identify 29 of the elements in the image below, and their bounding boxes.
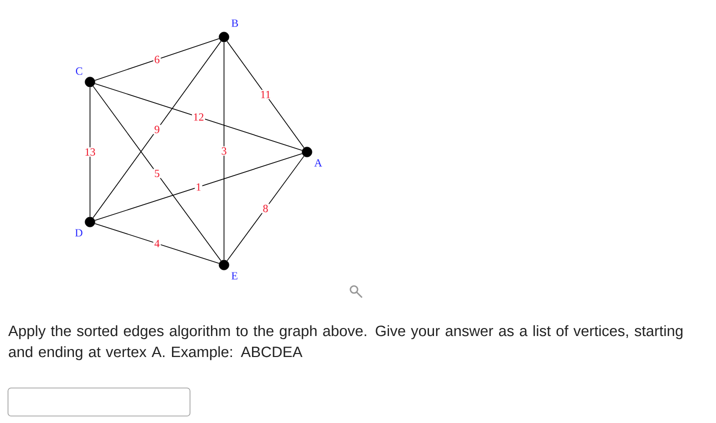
edge-label: 13: [84, 147, 96, 157]
edge-label: 3: [220, 146, 228, 156]
vertex-label: A: [314, 159, 322, 166]
edge-label: 4: [153, 238, 161, 248]
edge-line: [94, 38, 220, 81]
edge-label: 5: [153, 168, 161, 178]
vertex-label: B: [232, 20, 238, 27]
vertex-dot: [218, 32, 230, 42]
vertex-dot: [218, 260, 230, 270]
vertex-label: E: [232, 272, 238, 280]
edge-label: 11: [259, 90, 272, 100]
question-text: Apply the sorted edges algorithm to the graph above. Give your answer as a list of vertices, starting and ending at vertex A. Example: ABCDEA: [8, 325, 682, 360]
edge-line: [92, 86, 222, 262]
edge-label: 12: [192, 112, 205, 122]
edge-line: [92, 40, 222, 218]
edge-line: [226, 40, 304, 148]
edge-line: [226, 156, 304, 262]
edge-line: [94, 83, 302, 151]
vertex-dot: [302, 146, 312, 158]
edge-label: 1: [194, 182, 202, 192]
edge-label: 6: [153, 54, 161, 64]
edge-line: [94, 223, 220, 264]
vertex-dot: [84, 76, 96, 88]
vertex-label: C: [76, 67, 82, 75]
edge-line: [94, 153, 302, 221]
edge-label: 9: [153, 124, 161, 134]
vertex-dot: [84, 216, 96, 228]
vertex-label: D: [75, 229, 82, 236]
edge-label: 8: [262, 204, 270, 214]
